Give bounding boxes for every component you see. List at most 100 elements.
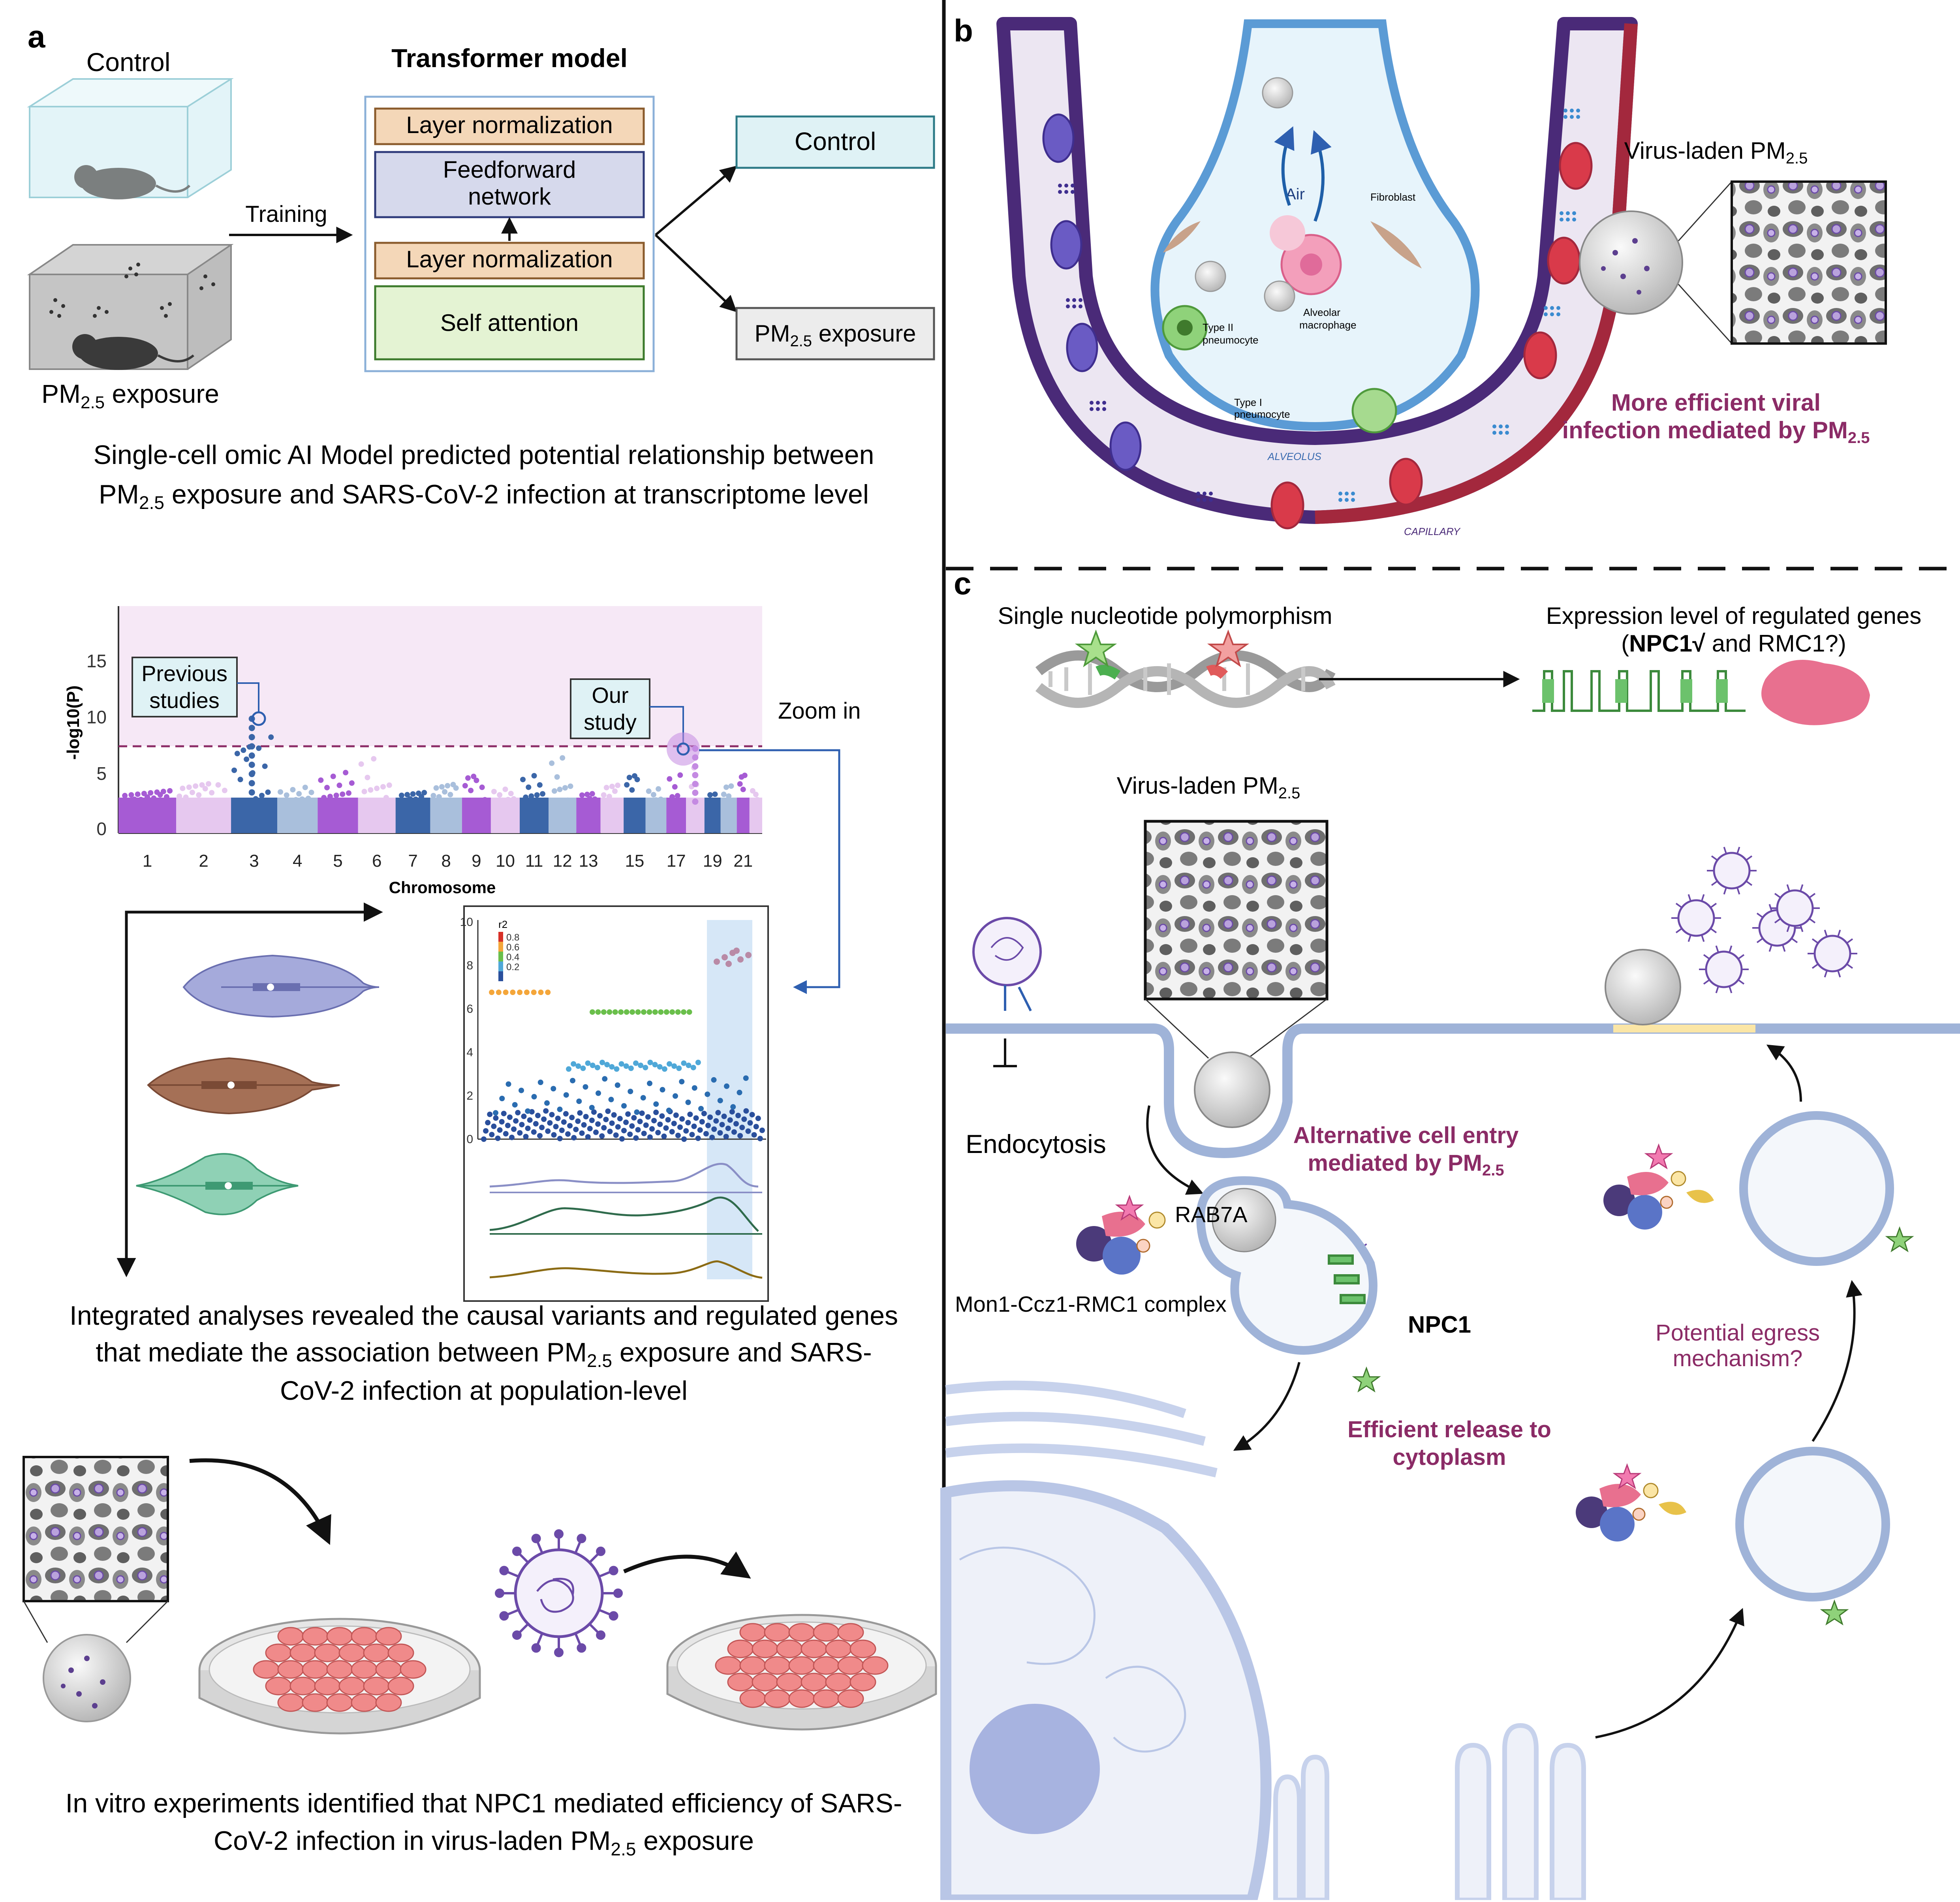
ld-point — [697, 1127, 703, 1133]
ld-point — [533, 1121, 539, 1127]
snp-point — [531, 773, 537, 779]
track-2 — [489, 1196, 759, 1232]
snp-point — [248, 743, 255, 750]
snp-point — [218, 798, 224, 804]
callout-previous-box — [132, 657, 238, 717]
blood-cell — [1523, 331, 1557, 379]
snp-point — [624, 782, 630, 788]
snp-point — [692, 772, 699, 779]
type2-label-2: pneumocyte — [1203, 334, 1259, 346]
cell — [727, 1673, 754, 1692]
summary2-line1: Integrated analyses revealed the causal … — [70, 1301, 898, 1331]
snp-point — [248, 761, 255, 768]
r2-legend-value: 0.4 — [506, 952, 519, 963]
ld-point — [695, 1059, 701, 1065]
particle-dot — [1563, 109, 1567, 113]
snp-point — [256, 745, 262, 751]
ld-point — [739, 1125, 745, 1130]
endocytosis-arrow — [1146, 1105, 1204, 1195]
particle-dot — [1058, 190, 1062, 194]
type2-label-1: Type II — [1203, 321, 1233, 333]
pm-exposure-label: PM2.5 exposure — [41, 379, 219, 412]
snp-point — [476, 798, 482, 804]
snp-point — [728, 783, 734, 789]
chromosome-block — [624, 798, 646, 833]
particle-dot — [1064, 190, 1068, 194]
ld-point — [628, 1089, 633, 1095]
particle-dot — [1351, 498, 1355, 502]
snp-point — [723, 784, 729, 790]
ld-point — [673, 1093, 678, 1099]
snp-point — [371, 756, 377, 762]
snp-point — [482, 797, 488, 803]
snp-point — [244, 756, 250, 762]
ld-point — [741, 1116, 747, 1122]
alveolus-label: ALVEOLUS — [1267, 451, 1322, 462]
snp-point — [612, 788, 618, 794]
ld-point — [597, 1113, 603, 1119]
ld-point — [635, 1127, 641, 1133]
cell — [752, 1639, 778, 1658]
ld-point — [535, 1113, 541, 1119]
particle-dot — [1096, 401, 1100, 405]
transformer-title: Transformer model — [391, 43, 628, 73]
ld-point — [693, 1115, 699, 1121]
ld-point — [491, 1123, 497, 1129]
ld-point — [735, 1113, 741, 1119]
snp-point — [193, 783, 199, 789]
snp-point — [648, 798, 654, 804]
ld-point — [485, 1120, 491, 1126]
cell — [788, 1623, 815, 1642]
r2-legend-title: r2 — [498, 918, 507, 930]
chromosome-block — [520, 798, 549, 833]
ld-point — [643, 1065, 648, 1070]
particle-dot — [1071, 190, 1075, 194]
ld-point — [647, 1059, 653, 1065]
ld-point — [714, 958, 720, 965]
cell — [813, 1623, 840, 1642]
ld-point — [565, 1131, 571, 1137]
golgi — [1273, 1723, 1586, 1902]
snp-point — [407, 796, 413, 802]
particle-dot — [1556, 312, 1560, 316]
snp-point — [442, 789, 448, 795]
ld-point — [576, 1098, 582, 1104]
ld-point — [524, 989, 530, 995]
snp-point — [554, 774, 560, 780]
xtick: 5 — [333, 851, 342, 871]
snp-point — [368, 787, 374, 793]
cell — [277, 1627, 304, 1646]
snp-star-red — [1207, 629, 1250, 667]
chromosome-block — [430, 798, 462, 833]
snp-point — [537, 782, 543, 788]
ld-point — [640, 1095, 646, 1101]
ld-point — [637, 1119, 643, 1125]
snp-point — [672, 784, 678, 790]
ld-point — [671, 1121, 677, 1127]
ld-point — [661, 1066, 667, 1072]
ld-point — [544, 1100, 550, 1106]
snp-point — [259, 792, 265, 798]
particle-dot — [1096, 407, 1100, 411]
arrow-to-dish-2 — [623, 1551, 751, 1579]
ld-point — [655, 1130, 661, 1136]
snp-point — [404, 792, 410, 798]
xtick: 6 — [372, 851, 381, 871]
snp-point — [327, 794, 333, 800]
ld-point — [705, 1091, 710, 1097]
snp-point — [750, 788, 755, 794]
ld-point — [609, 1064, 615, 1070]
snp-point — [265, 789, 271, 795]
snp-point — [212, 799, 218, 805]
particle-dot — [1072, 304, 1076, 308]
cell — [326, 1660, 353, 1679]
cell — [302, 1693, 329, 1712]
snp-point — [163, 794, 169, 800]
cell — [338, 1677, 365, 1695]
snp-point — [284, 792, 289, 798]
snp-point — [151, 795, 157, 801]
ld-point — [660, 1087, 665, 1093]
ld-point — [733, 947, 740, 954]
efficient-infection-line1: More efficient viral — [1611, 389, 1821, 416]
ld-point — [683, 1128, 689, 1134]
